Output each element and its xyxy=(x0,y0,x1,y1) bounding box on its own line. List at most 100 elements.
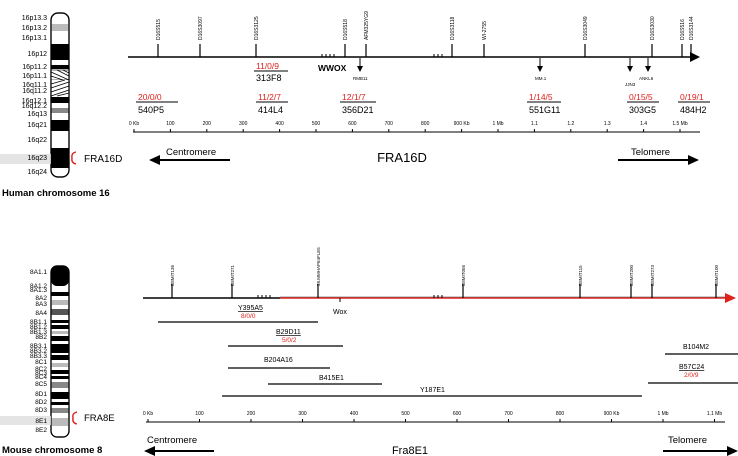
human-scale-label: 1.2 xyxy=(567,121,574,127)
mouse-band-label: 8D3 xyxy=(35,407,47,414)
mouse-band-label: 8B2 xyxy=(35,334,47,341)
mouse-band-label: 8A4 xyxy=(35,310,47,317)
human-clone-name: 313F8 xyxy=(256,73,282,83)
mouse-arrowhead xyxy=(725,293,736,303)
human-scale-label: 1.4 xyxy=(640,121,647,127)
human-clone-counts: 20/0/0 xyxy=(138,92,162,102)
human-marker-label: D16S3144 xyxy=(689,16,695,40)
mouse-band-label: 8B1.2 xyxy=(30,324,47,331)
mouse-scale-label: 900 Kb xyxy=(604,411,620,417)
mouse-marker-label: D8MIT271 xyxy=(230,264,235,286)
mouse-marker-label: D8MIT200 xyxy=(629,264,634,286)
human-band-label: 16q11.1 xyxy=(22,82,47,89)
clone-name-b104m2: B104M2 xyxy=(683,344,709,351)
human-band-label: 16q22 xyxy=(28,137,48,144)
human-small-marker-rmb11: RMB11 xyxy=(353,76,368,81)
clone-name-b204a16: B204A16 xyxy=(264,357,293,364)
human-marker-label: D16S3049 xyxy=(583,16,589,40)
mouse-scale-label: 0 Kb xyxy=(143,411,154,417)
mouse-band-labels: 8A1.18A1.28A1.38A28A38A48B1.18B1.28B1.38… xyxy=(30,269,47,434)
mouse-scale-label: 300 xyxy=(298,411,307,417)
human-marker-label: WI-2755 xyxy=(482,21,488,40)
mouse-band-label: 8A2 xyxy=(35,295,47,302)
human-telomere-label: Telomere xyxy=(631,147,670,158)
mouse-scale-label: 700 xyxy=(504,411,513,417)
human-map-title: FRA16D xyxy=(377,150,427,165)
human-band-label: 16q11.2 xyxy=(22,88,47,95)
fra16d-label: FRA16D xyxy=(84,154,122,165)
human-clone-labels: 20/0/0540P511/0/9313F811/2/7414L412/1/73… xyxy=(136,61,710,115)
clone-name-b29d11: B29D11 xyxy=(276,329,301,336)
human-band-label: 16p13.3 xyxy=(22,15,47,22)
mouse-band-label: 8A1.2 xyxy=(30,283,47,290)
mouse-band-label: 8A1.3 xyxy=(30,287,47,294)
human-clone-counts: 11/2/7 xyxy=(258,92,281,102)
human-band-label: 16q21 xyxy=(28,122,48,129)
mouse-marker-label: D8MIT136 xyxy=(170,264,175,286)
human-marker-label: D16S3118 xyxy=(450,17,456,40)
fra8e-bracket xyxy=(72,411,78,425)
human-marker-label: D16S3030 xyxy=(650,16,656,40)
clone-name-y187e1: Y187E1 xyxy=(420,387,445,394)
human-centromere-label: Centromere xyxy=(166,147,216,158)
mouse-minor-ticks xyxy=(257,295,443,302)
human-scale-label: 1 Mb xyxy=(492,121,503,127)
mouse-marker-label: 38.MMHAP64FLE5 xyxy=(316,247,321,286)
human-clone-counts: 11/0/9 xyxy=(256,61,279,71)
human-band-label: 16q13 xyxy=(28,111,48,118)
clone-counts-b29d11: 5/0/2 xyxy=(282,337,297,344)
human-marker-label: AFM325YG9 xyxy=(364,11,370,40)
clone-name-b415e1: B415E1 xyxy=(319,375,344,382)
human-scale-label: 800 xyxy=(421,121,430,127)
mouse-scale-label: 200 xyxy=(247,411,256,417)
human-scale-label: 900 Kb xyxy=(454,121,470,127)
human-clone-name: 414L4 xyxy=(258,105,283,115)
mouse-scale-label: 400 xyxy=(350,411,359,417)
clone-name-b57c24: B57C24 xyxy=(679,364,704,371)
mouse-scale-label: 800 xyxy=(556,411,565,417)
mouse-band-label: 8A1.1 xyxy=(30,269,47,276)
human-scale-label: 200 xyxy=(203,121,212,127)
mouse-map-title: Fra8E1 xyxy=(392,445,428,456)
human-scale-label: 0 Kb xyxy=(129,121,140,127)
human-small-marker-mm1: MM.1 xyxy=(535,76,547,81)
mouse-band-label: 8B3.3 xyxy=(30,353,47,360)
human-arrowhead xyxy=(690,52,700,62)
mouse-band-label: 8A3 xyxy=(35,301,47,308)
human-scale-label: 1.3 xyxy=(604,121,611,127)
human-scale-label: 400 xyxy=(275,121,284,127)
human-clone-name: 540P5 xyxy=(138,105,164,115)
mouse-marker-label: D8MIT056 xyxy=(461,264,466,286)
mouse-band-label: 8C2 xyxy=(35,366,47,373)
fra8e1-map: D8MIT136 D8MIT271 38.MMHAP64FLE5 D8MIT056 D8… xyxy=(143,247,738,456)
human-band-label: 16q12.1 xyxy=(22,98,47,105)
mouse-band-label: 8C4 xyxy=(35,374,47,381)
mouse-ideogram xyxy=(0,265,70,438)
clone-counts-y395a5: 8/0/0 xyxy=(241,313,256,320)
human-clone-name: 356D21 xyxy=(342,105,374,115)
human-clone-name: 484H2 xyxy=(680,105,707,115)
human-scale-label: 1.5 Mb xyxy=(672,121,688,127)
mouse-telomere-label: Telomere xyxy=(668,435,707,446)
human-clone-name: 303G5 xyxy=(629,105,656,115)
mouse-scale-label: 500 xyxy=(401,411,410,417)
human-clone-name: 551G11 xyxy=(529,105,560,115)
human-clone-counts: 0/15/5 xyxy=(629,92,653,102)
mouse-band-label: 8E1 xyxy=(35,418,47,425)
human-band-label: 16p13.1 xyxy=(22,35,47,42)
human-band-label: 16q12.2 xyxy=(22,103,47,110)
mouse-marker-label: D8MIT100 xyxy=(714,264,719,286)
mouse-band-label: 8D1 xyxy=(35,391,47,398)
human-down-arrows xyxy=(357,58,651,72)
mouse-clone-labels: Y395A5 8/0/0 B29D11 5/0/2 B204A16 B415E1… xyxy=(238,305,709,394)
human-clone-counts: 1/14/5 xyxy=(529,92,553,102)
human-marker-label: D16S3125 xyxy=(254,16,260,40)
mouse-band-label: 8D2 xyxy=(35,399,47,406)
fra16d-bracket xyxy=(71,151,77,165)
mouse-marker-label: D8MIT273 xyxy=(650,264,655,286)
